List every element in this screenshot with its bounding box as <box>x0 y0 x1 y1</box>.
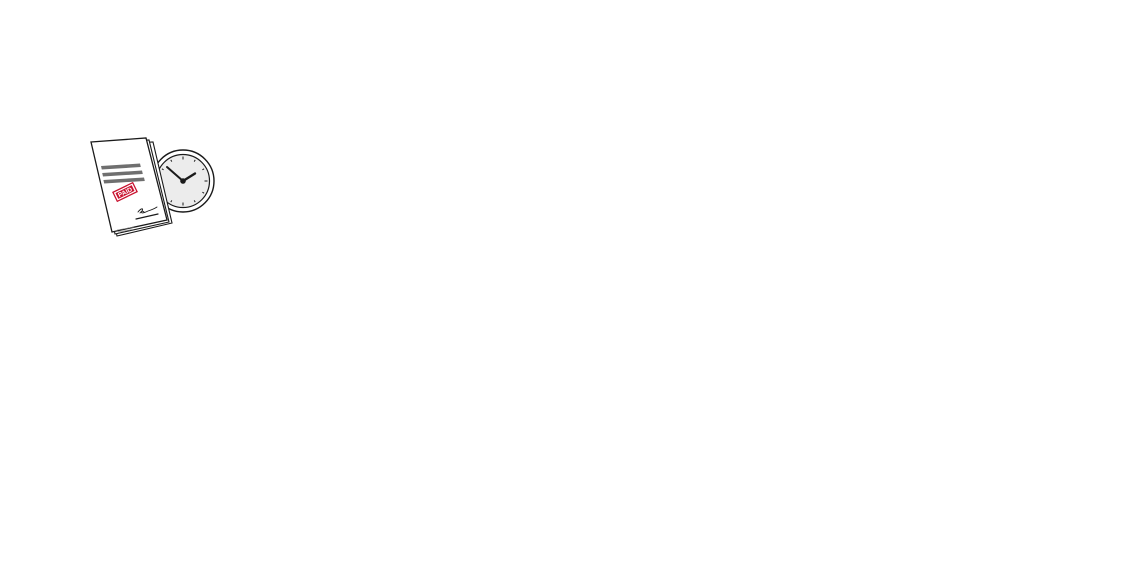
invoice-fine-print <box>116 226 135 233</box>
paid-stamp: PAID <box>112 181 138 203</box>
paid-invoice-clock-illustration: PAID <box>84 134 220 242</box>
signature-mark <box>135 206 159 220</box>
illustration-svg: PAID <box>90 137 215 237</box>
paid-invoice-icon: PAID <box>90 137 173 237</box>
invoice-text-lines <box>101 163 145 184</box>
clock-icon <box>151 149 215 213</box>
clock-minute-hand <box>166 166 184 182</box>
clock-ticks <box>158 156 208 206</box>
clock-center-pin <box>180 178 186 184</box>
